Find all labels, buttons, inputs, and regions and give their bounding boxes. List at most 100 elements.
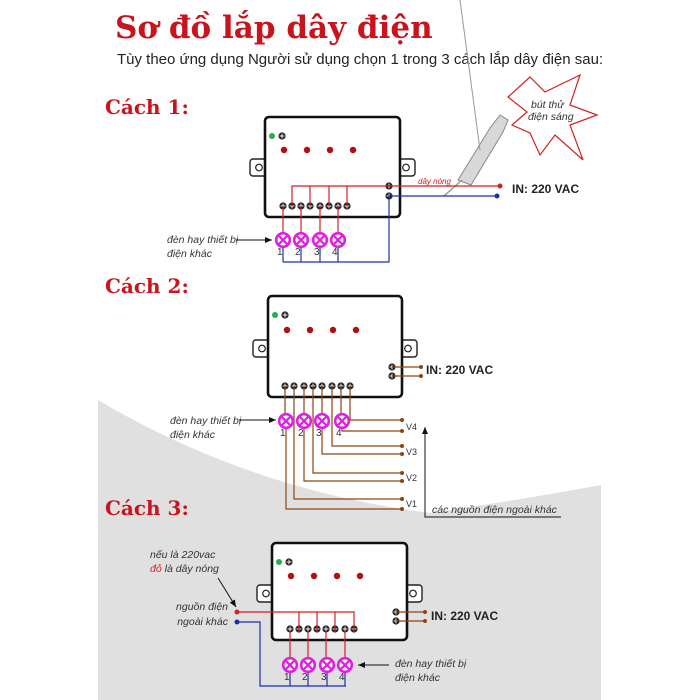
neutral-wire [283, 195, 497, 263]
page-title: Sơ đồ lắp dây điện [115, 9, 433, 46]
screw-terminal-icon [322, 625, 330, 633]
channel-led-icon [349, 146, 357, 154]
mount-hole-icon [262, 589, 270, 598]
sources-label: các nguồn điện ngoài khác [432, 504, 558, 516]
channel-led-icon [280, 146, 288, 154]
source-v1: V1 [406, 499, 417, 509]
lamp-icon [292, 231, 310, 249]
lamp-number: 3 [316, 428, 322, 439]
lamp-icon [295, 412, 313, 430]
screw-terminal-icon [285, 558, 293, 566]
sources-bracket-arrow [422, 427, 561, 518]
lamp-number: 4 [336, 428, 342, 439]
lamp-number: 1 [284, 672, 290, 683]
lamp-number: 4 [339, 672, 345, 683]
power-led-icon [269, 133, 275, 139]
lamp-number: 4 [332, 247, 338, 258]
page-subtitle: Tùy theo ứng dụng Người sử dụng chọn 1 t… [117, 51, 603, 68]
mount-hole-icon [255, 163, 263, 172]
power-led-icon [272, 312, 278, 318]
channel-led-icon [283, 326, 291, 334]
hot-wire [237, 611, 355, 631]
method-2-heading: Cách 2: [105, 274, 189, 298]
device-label-line2: điện khác [395, 672, 441, 684]
mounting-ear-right [399, 158, 416, 177]
lamp-icon [274, 231, 292, 249]
lamp-icon [311, 231, 329, 249]
neutral-wire [237, 621, 346, 687]
lamp-number: 2 [298, 428, 304, 439]
source-label-line2: ngoài khác [177, 616, 229, 628]
source-v4: V4 [406, 422, 417, 432]
method-1-heading: Cách 1: [105, 95, 189, 119]
module-case [266, 294, 404, 399]
tester-callout-line1: bút thử [531, 99, 565, 111]
source-label-line1: nguồn điện [176, 601, 228, 613]
channel-led-icon [310, 572, 318, 580]
module-case [263, 115, 402, 219]
lamp-number: 2 [295, 247, 301, 258]
mounting-ear-right [401, 339, 418, 358]
input-label: IN: 220 VAC [431, 609, 498, 623]
mounting-ear-left [256, 584, 273, 603]
mount-hole-icon [258, 344, 266, 353]
lamp-icon [313, 412, 331, 430]
device-label-line2: điện khác [170, 429, 216, 441]
device-label-line1: đèn hay thiết bị [395, 658, 467, 670]
mount-hole-icon [404, 344, 412, 353]
device-label-line1: đèn hay thiết bị [167, 234, 239, 246]
device-label-line1: đèn hay thiết bị [170, 415, 242, 427]
lamp-icon [277, 412, 295, 430]
device-label-line2: điện khác [167, 248, 213, 260]
screw-terminal-icon [304, 625, 312, 633]
lamp-icon [318, 656, 336, 674]
source-v3: V3 [406, 447, 417, 457]
lamp-number: 2 [302, 672, 308, 683]
note-line2: đỏ là dây nóng [150, 563, 219, 575]
mount-hole-icon [402, 163, 410, 172]
relay-module [256, 541, 423, 642]
note-arrow [217, 577, 237, 608]
note-red-word: đỏ [150, 563, 162, 575]
hot-wire-end [497, 183, 503, 189]
lamp-icon [299, 656, 317, 674]
lamp-number: 3 [321, 672, 327, 683]
input-label: IN: 220 VAC [512, 182, 579, 196]
hot-wire [291, 185, 500, 206]
screw-terminal-icon [341, 625, 349, 633]
source-v2: V2 [406, 473, 417, 483]
neutral-wire-end [494, 193, 500, 199]
tester-callout-star [507, 73, 599, 161]
module-case [270, 541, 409, 642]
method-3: Cách 3: 1 2 3 4 IN: 220 VAC nếu là 220vac đ… [105, 496, 498, 687]
note-line1: nếu là 220vac [150, 549, 216, 561]
channel-led-icon [287, 572, 295, 580]
input-label: IN: 220 VAC [426, 363, 493, 377]
channel-led-icon [333, 572, 341, 580]
mounting-ear-left [249, 158, 266, 177]
lamp-icon [333, 412, 351, 430]
mounting-ear-right [406, 584, 423, 603]
channel-led-icon [356, 572, 364, 580]
lamp-number: 3 [314, 247, 320, 258]
channel-led-icon [303, 146, 311, 154]
lamp-icon [336, 656, 354, 674]
lamp-icon [281, 656, 299, 674]
method-3-heading: Cách 3: [105, 496, 189, 520]
tester-callout-line2: điện sáng [528, 111, 574, 123]
channel-led-icon [326, 146, 334, 154]
mount-hole-icon [409, 589, 417, 598]
power-led-icon [276, 559, 282, 565]
note-rest: là dây nóng [162, 563, 219, 575]
hot-wire-label: dây nóng [418, 177, 451, 186]
lamp-icon [329, 231, 347, 249]
screw-terminal-icon [286, 625, 294, 633]
mounting-ear-left [252, 339, 269, 358]
lamp-number: 1 [277, 247, 283, 258]
relay-module [249, 115, 416, 219]
channel-led-icon [306, 326, 314, 334]
lamp-number: 1 [280, 428, 286, 439]
voltage-tester-pen-icon [443, 0, 509, 197]
